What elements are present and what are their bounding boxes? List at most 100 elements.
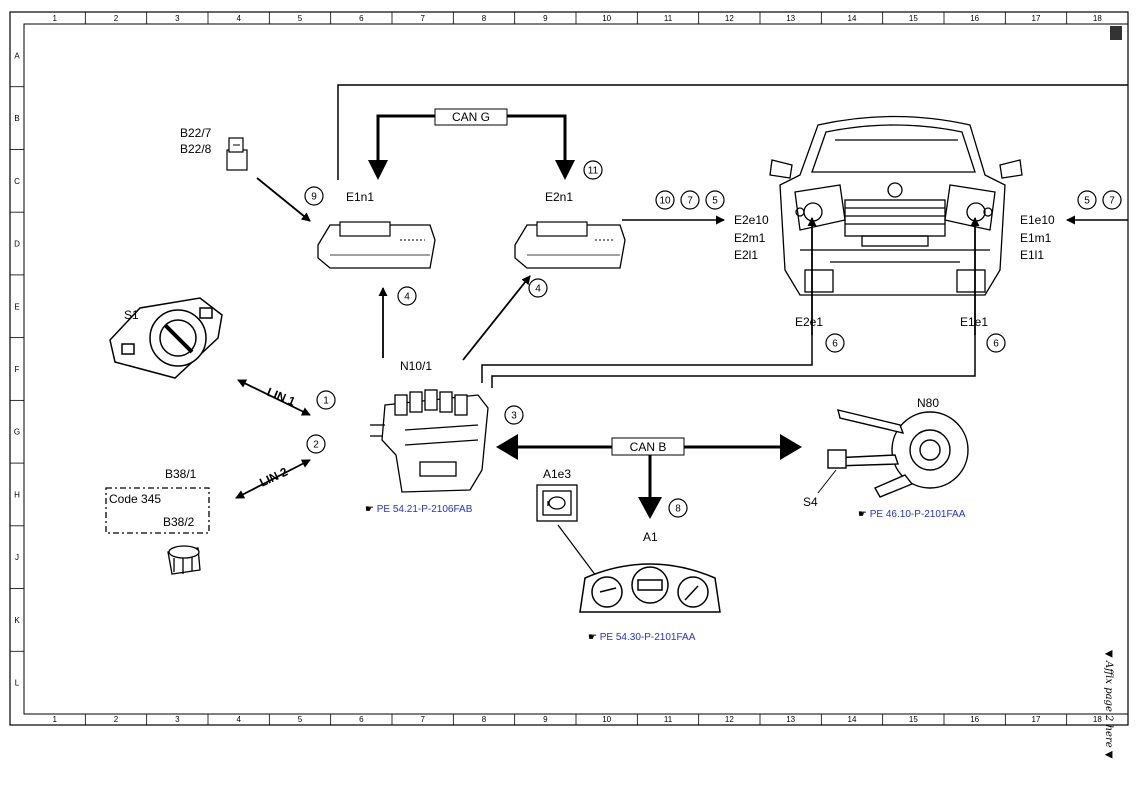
e2n1-label: E2n1 bbox=[545, 190, 573, 204]
n80-label: N80 bbox=[917, 396, 939, 410]
n10-reference-link[interactable]: ☛ PE 54.21-P-2106FAB bbox=[365, 504, 473, 515]
affix-note: ▼ Affix page 2 here ▼ bbox=[1103, 650, 1114, 759]
e1n1-output-line bbox=[337, 84, 1128, 180]
grid-col-label: 6 bbox=[359, 14, 364, 23]
svg-text:8: 8 bbox=[675, 504, 681, 515]
grid-col-label: 5 bbox=[298, 715, 303, 724]
marker-8: 8 bbox=[668, 498, 688, 518]
s1-label: S1 bbox=[124, 308, 139, 322]
grid-col-label: 18 bbox=[1093, 715, 1102, 724]
grid-col-label: 6 bbox=[359, 715, 364, 724]
grid-col-label: 1 bbox=[52, 715, 57, 724]
marker-4: 4 bbox=[397, 286, 417, 306]
a1e3-label: A1e3 bbox=[543, 467, 571, 481]
marker-10: 10 bbox=[655, 190, 675, 210]
grid-col-label: 9 bbox=[543, 715, 548, 724]
grid-col-label: 10 bbox=[602, 14, 611, 23]
grid-row-label: C bbox=[14, 177, 20, 186]
n10-sam-module bbox=[370, 389, 489, 493]
vehicle-front-illustration bbox=[769, 115, 1023, 296]
grid-col-label: 2 bbox=[114, 14, 119, 23]
grid-col-label: 14 bbox=[848, 14, 857, 23]
grid-col-label: 12 bbox=[725, 715, 734, 724]
n80-steering-column-module bbox=[827, 409, 969, 498]
marker-2: 2 bbox=[306, 434, 326, 454]
grid-col-label: 12 bbox=[725, 14, 734, 23]
s4-label: S4 bbox=[803, 495, 818, 509]
grid-col-label: 9 bbox=[543, 14, 548, 23]
grid-row-label: A bbox=[14, 51, 20, 60]
a1e3-indicator bbox=[536, 484, 578, 522]
code-345-label: Code 345 bbox=[109, 492, 161, 506]
grid-row-label: L bbox=[15, 679, 20, 688]
can-b-label: CAN B bbox=[630, 440, 667, 454]
grid-col-label: 4 bbox=[236, 14, 241, 23]
can-g-label: CAN G bbox=[452, 110, 490, 124]
svg-text:4: 4 bbox=[535, 284, 541, 295]
grid-row-label: K bbox=[14, 616, 20, 625]
e1l1-label: E1l1 bbox=[1020, 248, 1044, 262]
grid-row-label: D bbox=[14, 240, 20, 249]
marker-5: 5 bbox=[705, 190, 725, 210]
grid-col-label: 1 bbox=[52, 14, 57, 23]
svg-text:7: 7 bbox=[1109, 196, 1115, 207]
svg-text:6: 6 bbox=[993, 339, 999, 350]
lin2-line bbox=[235, 459, 311, 499]
svg-text:5: 5 bbox=[712, 196, 718, 207]
lin1-label: LIN 1 bbox=[265, 385, 298, 409]
lin2-label: LIN 2 bbox=[257, 464, 290, 489]
marker-7: 7 bbox=[680, 190, 700, 210]
grid-col-label: 11 bbox=[664, 715, 673, 724]
grid-row-label: G bbox=[14, 428, 20, 437]
e2m1-label: E2m1 bbox=[734, 231, 766, 245]
svg-text:2: 2 bbox=[313, 440, 319, 451]
grid-col-label: 17 bbox=[1032, 14, 1041, 23]
svg-text:3: 3 bbox=[511, 411, 517, 422]
grid-col-label: 13 bbox=[786, 14, 795, 23]
marker-1: 1 bbox=[316, 390, 336, 410]
e2e10-label: E2e10 bbox=[734, 213, 769, 227]
e2n1-module: E2n1 bbox=[514, 190, 626, 269]
grid-col-label: 17 bbox=[1032, 715, 1041, 724]
grid-col-label: 7 bbox=[420, 715, 425, 724]
grid-col-label: 4 bbox=[236, 715, 241, 724]
can-b-bus: CAN B bbox=[496, 434, 802, 519]
svg-text:10: 10 bbox=[659, 196, 671, 207]
grid-col-label: 7 bbox=[420, 14, 425, 23]
b22-8-label: B22/8 bbox=[180, 142, 212, 156]
e1e1-label: E1e1 bbox=[960, 315, 988, 329]
grid-row-label: E bbox=[14, 302, 19, 311]
corner-page-tab bbox=[1110, 26, 1122, 40]
svg-text:9: 9 bbox=[311, 192, 317, 203]
b38-1-label: B38/1 bbox=[165, 467, 197, 481]
grid-col-label: 3 bbox=[175, 715, 180, 724]
marker-9: 9 bbox=[304, 186, 324, 206]
s4-leader-line bbox=[817, 469, 837, 494]
e1n1-label: E1n1 bbox=[346, 190, 374, 204]
svg-text:5: 5 bbox=[1084, 196, 1090, 207]
svg-text:6: 6 bbox=[832, 339, 838, 350]
marker-6: 6 bbox=[986, 333, 1006, 353]
n80-reference-link[interactable]: ☛ PE 46.10-P-2101FAA bbox=[858, 509, 966, 520]
n10-to-e2n1-arrow bbox=[462, 275, 531, 361]
code-345-box bbox=[105, 487, 210, 534]
b22-sensor: B22/7 B22/8 bbox=[180, 126, 248, 171]
s1-light-switch bbox=[109, 297, 223, 379]
b38-rain-light-sensor bbox=[167, 545, 201, 575]
svg-text:7: 7 bbox=[687, 196, 693, 207]
svg-text:4: 4 bbox=[404, 292, 410, 303]
n10-label: N10/1 bbox=[400, 359, 432, 373]
e1n1-module: E1n1 bbox=[317, 190, 436, 269]
n10-to-e1e1-line bbox=[491, 335, 976, 388]
a1-reference-link[interactable]: ☛ PE 54.30-P-2101FAA bbox=[588, 632, 696, 643]
svg-text:1: 1 bbox=[323, 396, 329, 407]
grid-col-label: 2 bbox=[114, 715, 119, 724]
n10-to-e2e1-line bbox=[481, 335, 813, 383]
marker-3: 3 bbox=[504, 405, 524, 425]
grid-col-label: 18 bbox=[1093, 14, 1102, 23]
grid-col-label: 5 bbox=[298, 14, 303, 23]
